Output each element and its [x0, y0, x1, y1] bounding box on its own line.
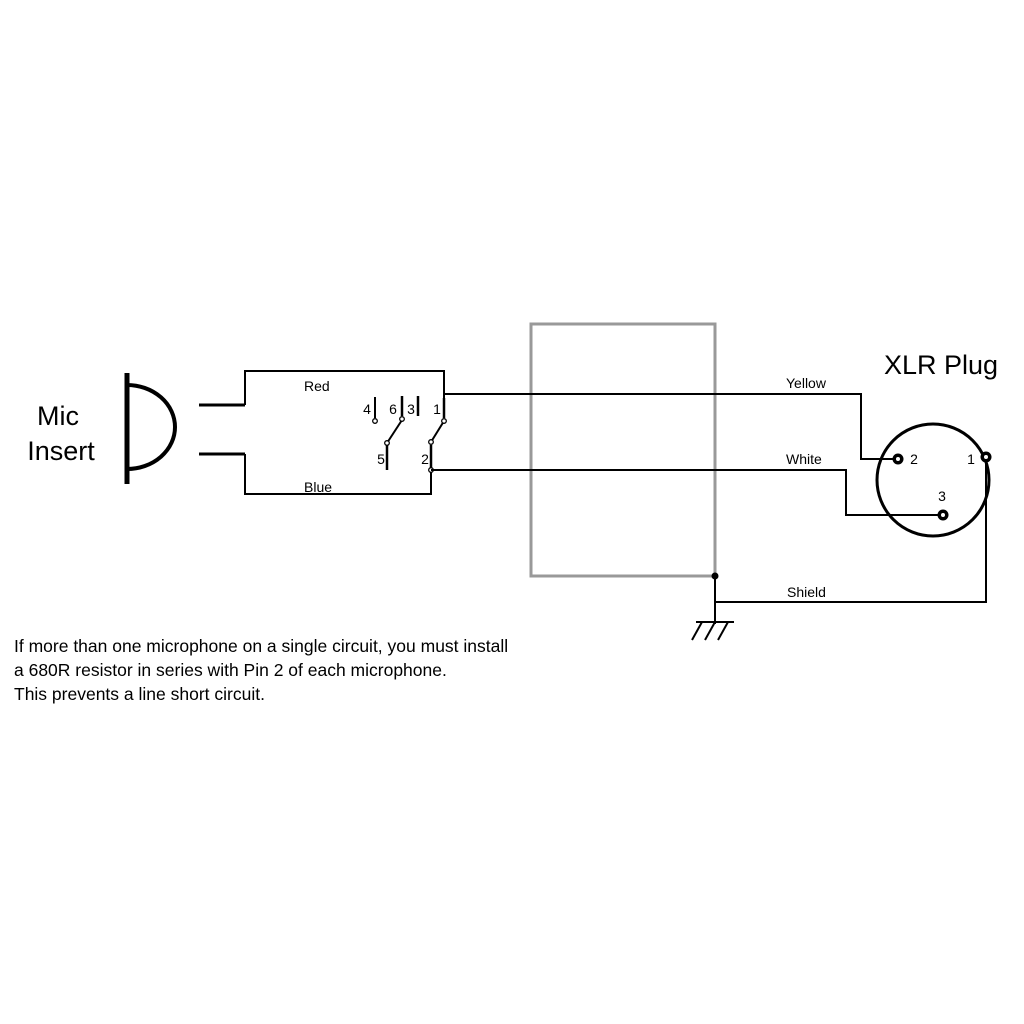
wire-label-yellow: Yellow — [786, 375, 827, 391]
xlr-pin-1-label: 1 — [967, 451, 975, 467]
xlr-pin-3-label: 3 — [938, 488, 946, 504]
switch-pin-1: 1 — [433, 401, 441, 417]
mic-label-line1: Mic — [37, 401, 79, 431]
mic-label-line2: Insert — [27, 436, 95, 466]
enclosure-box — [529, 322, 717, 578]
mic-insert-symbol — [124, 373, 245, 484]
connector-wiring — [244, 370, 445, 495]
switch-pin-5: 5 — [377, 451, 385, 467]
wire-label-blue: Blue — [304, 479, 332, 495]
xlr-pin-2-label: 2 — [910, 451, 918, 467]
signal-wires — [431, 393, 940, 516]
wire-label-white: White — [786, 451, 822, 467]
wire-label-red: Red — [304, 378, 330, 394]
switch-pin-4: 4 — [363, 401, 371, 417]
note-line-1: If more than one microphone on a single … — [14, 636, 509, 656]
xlr-pin-sockets — [892, 451, 992, 521]
shield-wire — [714, 457, 987, 624]
note-line-2: a 680R resistor in series with Pin 2 of … — [14, 660, 447, 680]
xlr-plug-title: XLR Plug — [884, 350, 998, 380]
switch-pin-3: 3 — [407, 401, 415, 417]
note-line-3: This prevents a line short circuit. — [14, 684, 265, 704]
junction-dot — [711, 572, 719, 580]
switch-contacts — [372, 396, 447, 473]
ground-icon — [691, 621, 734, 641]
wire-label-shield: Shield — [787, 584, 826, 600]
xlr-plug-body — [875, 422, 991, 538]
installation-note: If more than one microphone on a single … — [14, 634, 508, 706]
switch-pin-6: 6 — [389, 401, 397, 417]
switch-pin-2: 2 — [421, 451, 429, 467]
